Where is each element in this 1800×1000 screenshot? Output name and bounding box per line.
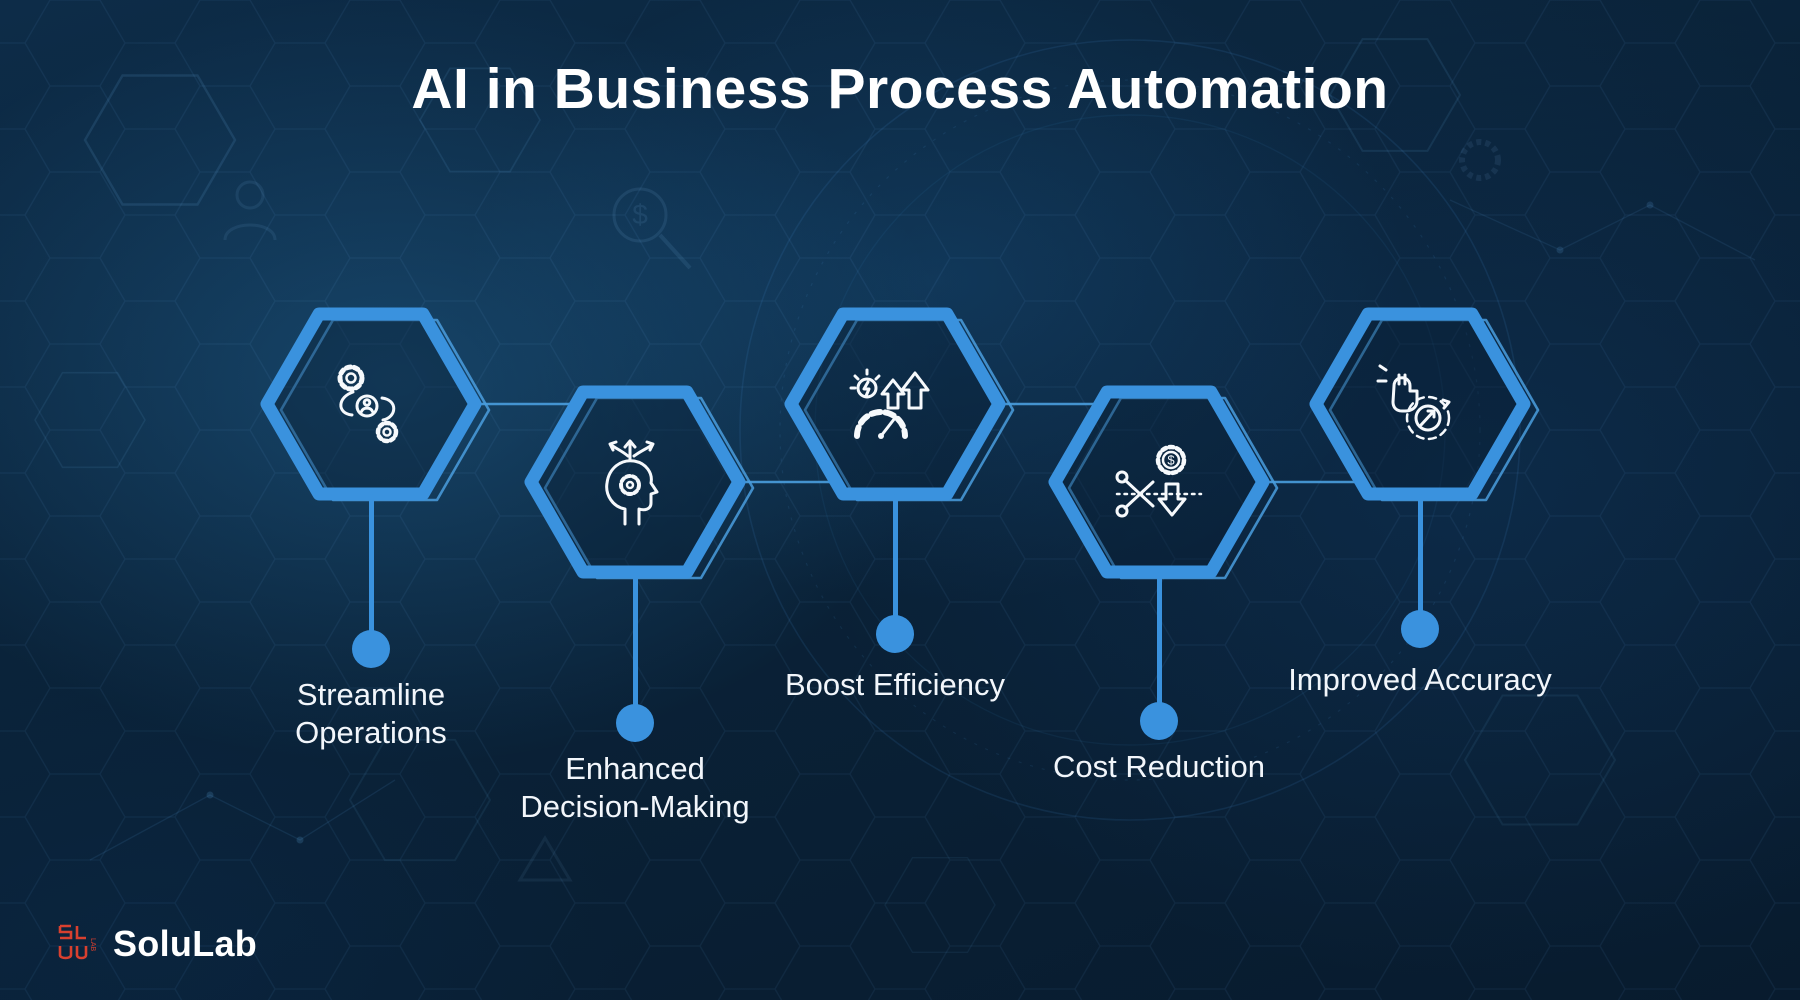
step-label: Boost Efficiency: [785, 667, 1005, 702]
hexagon-frame: $: [1048, 385, 1279, 580]
step-label: Streamline Operations: [295, 677, 447, 750]
svg-text:$: $: [1167, 453, 1175, 468]
connector-stem: [369, 494, 374, 652]
connector-dot: [1401, 610, 1439, 648]
connector-stem: [633, 572, 638, 726]
brand-name: SoluLab: [113, 923, 258, 964]
page-title: AI in Business Process Automation: [411, 57, 1389, 121]
step-label: Improved Accuracy: [1288, 662, 1552, 697]
hexagon-frame: [260, 307, 491, 502]
hexagon-frame: [1309, 307, 1540, 502]
step-label: Enhanced Decision-Making: [520, 751, 750, 824]
connector-dot: [1140, 702, 1178, 740]
hexagon-frame: [524, 385, 755, 580]
connector-dot: [616, 704, 654, 742]
hexagon-frame: [784, 307, 1015, 502]
brand-lockup: LAB SoluLab: [57, 922, 257, 966]
connector-dot: [876, 615, 914, 653]
step-label: Cost Reduction: [1053, 749, 1265, 784]
svg-text:LAB: LAB: [89, 938, 96, 952]
svg-text:$: $: [632, 199, 648, 230]
connector-dot: [352, 630, 390, 668]
solulab-logo-icon: LAB: [58, 924, 96, 960]
